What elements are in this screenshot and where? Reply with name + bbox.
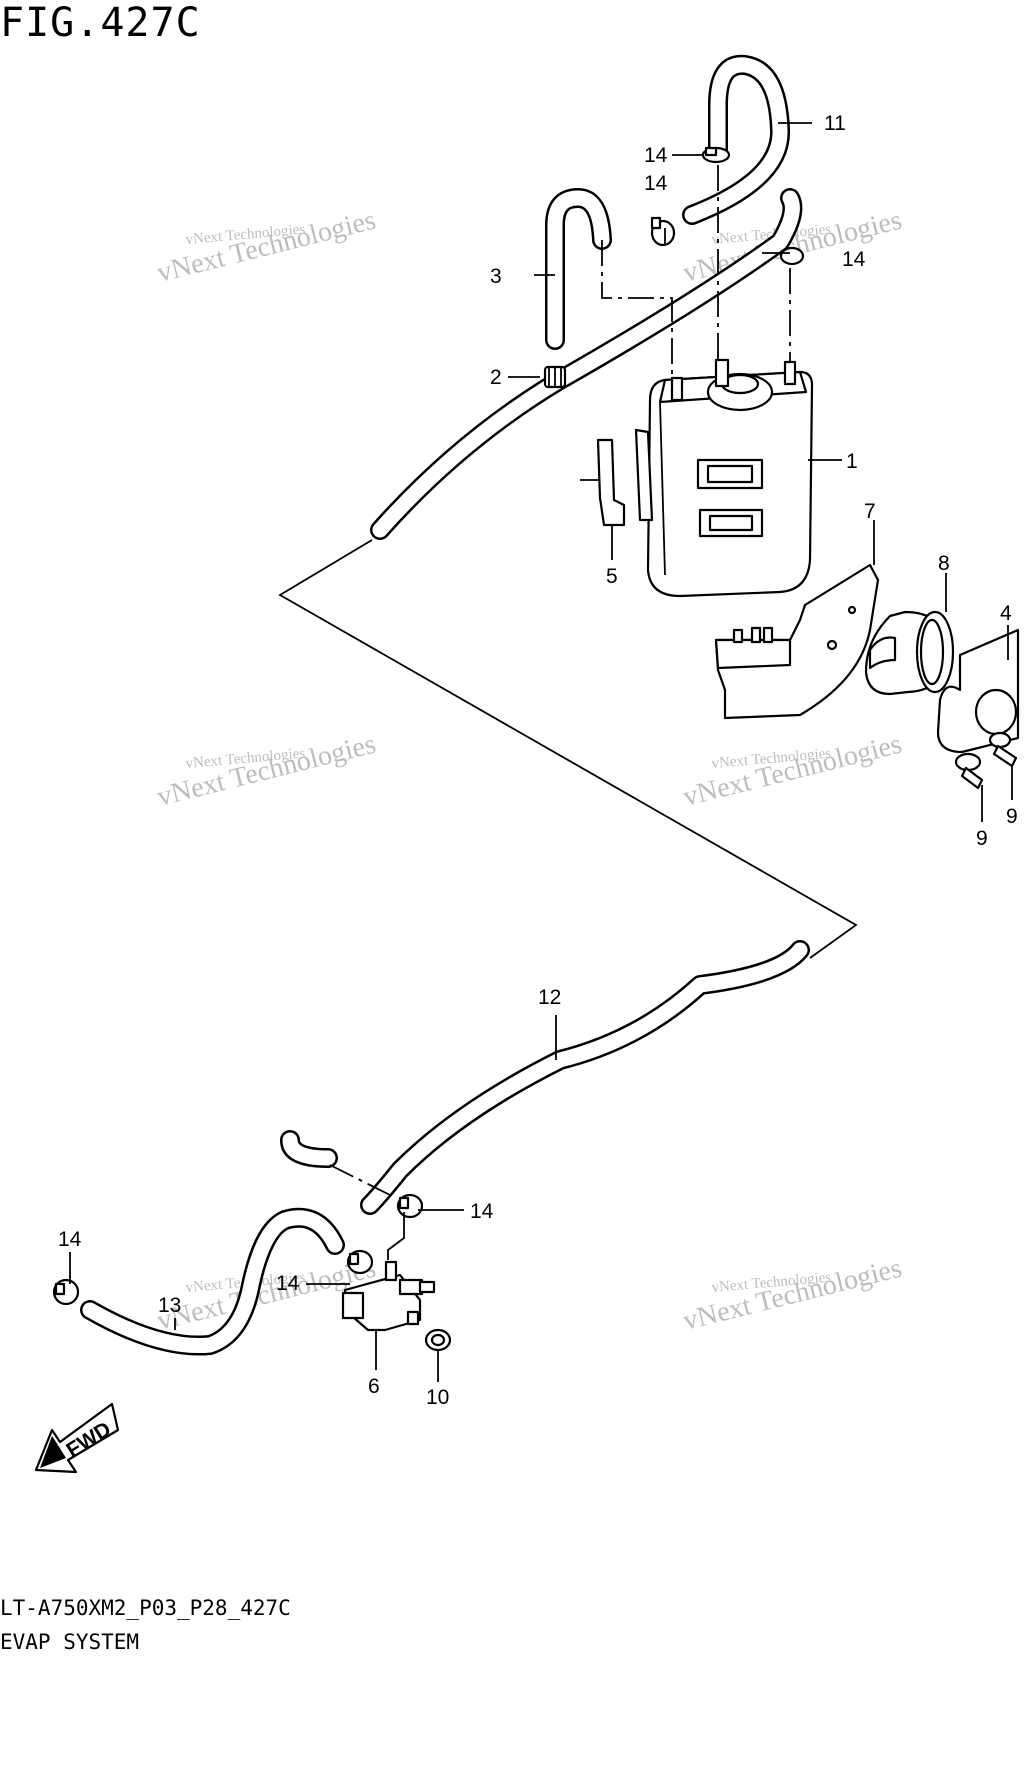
clamp-14-left [52,1278,80,1306]
watermark-6: vNext Technologies vNext Technologies [680,1253,905,1337]
figure-name: EVAP SYSTEM [0,1630,140,1654]
callout-labels: 11 14 14 14 3 2 1 7 5 8 4 9 9 12 14 14 1… [58,112,1018,1409]
callout-14-e: 14 [58,1228,82,1251]
callout-1: 1 [846,450,858,473]
clamp-14-top-2 [650,216,676,247]
dashed-connectors [278,165,858,1260]
watermark-1: vNext Technologies vNext Technologies [154,205,379,289]
clamp-14-mid [396,1193,424,1219]
callout-7: 7 [864,500,876,523]
callout-11: 11 [824,112,846,135]
cushion-8 [864,610,955,696]
nut-10 [424,1328,452,1352]
callout-12: 12 [538,986,561,1009]
hose-3 [545,188,612,350]
callout-3: 3 [490,265,502,288]
callout-2: 2 [490,366,502,389]
bracket-7 [714,563,880,720]
solenoid-valve-6 [341,1260,436,1332]
callout-14-c: 14 [842,248,866,271]
fwd-direction-arrow: FWD [34,1402,120,1474]
hose-11 [682,54,790,225]
bolt-9a [954,752,984,790]
callout-14-f: 14 [276,1272,300,1295]
callout-9-b: 9 [1006,805,1018,828]
clamp-14-valve [346,1249,374,1275]
leader-lines [69,122,1013,1382]
figure-code: LT-A750XM2_P03_P28_427C [0,1596,291,1620]
callout-13: 13 [158,1294,181,1317]
clamp-14-top-1 [701,146,731,164]
hose-12 [360,940,810,1215]
callout-6: 6 [368,1375,380,1398]
fitting-2 [543,365,567,389]
bracket-4 [936,628,1020,754]
watermark-4: vNext Technologies vNext Technologies [680,729,905,813]
callout-14-b: 14 [644,172,668,195]
callout-10: 10 [426,1386,449,1409]
callout-9-a: 9 [976,827,988,850]
callout-8: 8 [938,552,950,575]
bolt-9b [988,731,1018,768]
evap-canister-1 [646,358,814,598]
callout-4: 4 [1000,602,1012,625]
callout-14-a: 14 [644,144,668,167]
callout-5: 5 [606,565,618,588]
figure-title: FIG.427C [0,0,201,46]
bracket-5 [580,428,654,527]
hose-12-end [280,1130,338,1168]
watermark-3: vNext Technologies vNext Technologies [154,729,379,813]
clamp-14-top-3 [779,246,805,266]
callout-14-d: 14 [470,1200,494,1223]
long-vent-hose [370,188,803,540]
hose-13 [80,1207,345,1356]
